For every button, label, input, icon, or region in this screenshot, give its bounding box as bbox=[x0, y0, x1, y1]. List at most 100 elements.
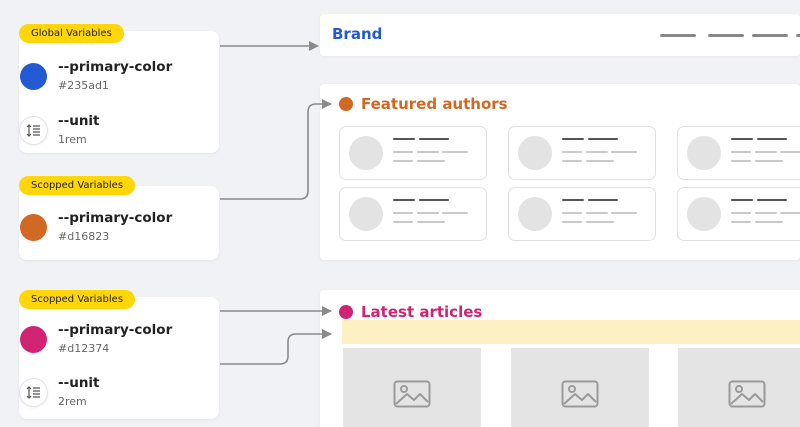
text-placeholder bbox=[755, 221, 783, 223]
text-placeholder bbox=[586, 212, 608, 214]
var-value: #d16823 bbox=[58, 230, 110, 243]
primary-color-swatch bbox=[20, 325, 47, 353]
text-placeholder bbox=[731, 160, 751, 162]
text-placeholder bbox=[393, 151, 413, 153]
text-placeholder bbox=[588, 199, 618, 201]
text-placeholder bbox=[611, 151, 637, 153]
text-placeholder bbox=[731, 138, 753, 140]
text-placeholder bbox=[757, 199, 787, 201]
text-placeholder bbox=[611, 212, 637, 214]
text-placeholder bbox=[419, 138, 449, 140]
text-placeholder bbox=[393, 199, 415, 201]
text-placeholder bbox=[393, 212, 413, 214]
text-placeholder bbox=[586, 221, 614, 223]
text-placeholder bbox=[562, 212, 582, 214]
scoped-variables-badge: Scopped Variables bbox=[19, 176, 136, 195]
scoped-variables-card-2 bbox=[19, 297, 219, 419]
text-placeholder bbox=[562, 138, 584, 140]
text-placeholder bbox=[562, 160, 582, 162]
featured-title: Featured authors bbox=[361, 95, 508, 113]
text-placeholder bbox=[588, 138, 618, 140]
text-placeholder bbox=[393, 160, 413, 162]
avatar bbox=[518, 197, 552, 231]
image-icon bbox=[728, 380, 766, 412]
global-variables-card bbox=[19, 31, 219, 153]
arrow-scoped1-to-featured bbox=[220, 99, 332, 200]
image-icon bbox=[393, 380, 431, 412]
text-placeholder bbox=[731, 199, 753, 201]
article-card[interactable] bbox=[343, 348, 481, 427]
text-placeholder bbox=[442, 151, 468, 153]
author-card[interactable] bbox=[339, 126, 487, 180]
scoped2-unit-var: --unit 2rem bbox=[20, 375, 100, 409]
text-placeholder bbox=[417, 212, 439, 214]
var-name: --primary-color bbox=[58, 59, 173, 75]
brand-logo[interactable]: Brand bbox=[332, 25, 383, 43]
text-placeholder bbox=[419, 199, 449, 201]
var-name: --unit bbox=[58, 375, 100, 391]
text-placeholder bbox=[417, 160, 445, 162]
nav-link-placeholder[interactable] bbox=[752, 34, 788, 37]
text-placeholder bbox=[393, 221, 413, 223]
var-value: #d12374 bbox=[58, 342, 110, 355]
avatar bbox=[687, 136, 721, 170]
text-placeholder bbox=[780, 212, 800, 214]
global-unit-var: --unit 1rem bbox=[20, 113, 100, 147]
scoped-variables-badge: Scopped Variables bbox=[19, 290, 136, 309]
scoped1-primary-color-var: --primary-color #d16823 bbox=[20, 210, 172, 244]
text-placeholder bbox=[755, 212, 777, 214]
text-placeholder bbox=[417, 151, 439, 153]
text-placeholder bbox=[755, 160, 783, 162]
text-placeholder bbox=[731, 212, 751, 214]
text-placeholder bbox=[586, 151, 608, 153]
featured-authors-section: Featured authors bbox=[320, 84, 800, 260]
text-placeholder bbox=[780, 151, 800, 153]
scoped-variables-card-1 bbox=[19, 186, 219, 260]
author-card[interactable] bbox=[508, 126, 656, 180]
var-value: 2rem bbox=[58, 395, 87, 408]
header-mock: Brand bbox=[320, 14, 800, 56]
arrow-scoped2-unit-to-latest bbox=[220, 329, 332, 365]
section-title: Featured authors bbox=[339, 95, 508, 113]
section-title: Latest articles bbox=[339, 303, 482, 321]
scoped2-primary-color-var: --primary-color #d12374 bbox=[20, 322, 172, 356]
text-placeholder bbox=[393, 138, 415, 140]
avatar bbox=[349, 136, 383, 170]
text-placeholder bbox=[442, 212, 468, 214]
var-value: #235ad1 bbox=[58, 79, 109, 92]
var-name: --primary-color bbox=[58, 322, 173, 338]
primary-color-swatch bbox=[20, 62, 47, 90]
nav-link-placeholder[interactable] bbox=[660, 34, 696, 37]
article-card[interactable] bbox=[511, 348, 649, 427]
avatar bbox=[518, 136, 552, 170]
global-primary-color-var: --primary-color #235ad1 bbox=[20, 59, 172, 93]
article-card[interactable] bbox=[678, 348, 800, 427]
section-color-dot bbox=[339, 305, 353, 319]
text-placeholder bbox=[731, 221, 751, 223]
primary-color-swatch bbox=[20, 213, 47, 241]
image-icon bbox=[561, 380, 599, 412]
author-card[interactable] bbox=[677, 187, 800, 241]
author-card[interactable] bbox=[677, 126, 800, 180]
text-placeholder bbox=[757, 138, 787, 140]
line-height-icon bbox=[20, 116, 47, 144]
nav-link-placeholder[interactable] bbox=[796, 34, 800, 37]
var-value: 1rem bbox=[58, 133, 87, 146]
nav-link-placeholder[interactable] bbox=[708, 34, 744, 37]
latest-title: Latest articles bbox=[361, 303, 483, 321]
author-card[interactable] bbox=[339, 187, 487, 241]
latest-articles-section: Latest articles bbox=[320, 290, 800, 427]
text-placeholder bbox=[562, 199, 584, 201]
avatar bbox=[349, 197, 383, 231]
text-placeholder bbox=[417, 221, 445, 223]
text-placeholder bbox=[562, 151, 582, 153]
author-card[interactable] bbox=[508, 187, 656, 241]
highlight-bar bbox=[342, 320, 800, 344]
var-name: --primary-color bbox=[58, 210, 173, 226]
var-name: --unit bbox=[58, 113, 100, 129]
line-height-icon bbox=[20, 378, 47, 406]
text-placeholder bbox=[562, 221, 582, 223]
section-color-dot bbox=[339, 97, 353, 111]
text-placeholder bbox=[731, 151, 751, 153]
text-placeholder bbox=[755, 151, 777, 153]
